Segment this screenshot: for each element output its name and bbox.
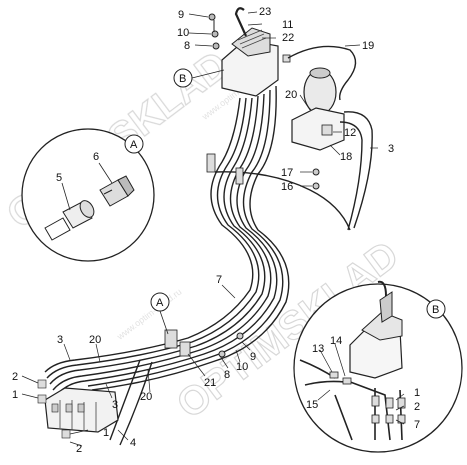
part-label-18: 18 xyxy=(340,151,352,163)
part-label-7: 7 xyxy=(216,274,222,286)
part-label-22: 22 xyxy=(282,32,294,44)
part-label-20-valve: 20 xyxy=(140,391,152,403)
part-label-6: 6 xyxy=(93,151,99,163)
part-label-9-lower: 9 xyxy=(250,351,256,363)
part-label-12: 12 xyxy=(344,127,356,139)
part-label-2-detail-b: 2 xyxy=(414,401,420,413)
part-label-2-bottom: 2 xyxy=(76,443,82,455)
bracket-lower xyxy=(164,329,178,349)
part-label-19: 19 xyxy=(362,40,374,52)
detail-a-inset: A xyxy=(21,128,155,262)
detail-a-fitting xyxy=(44,175,135,241)
callout-a-top-label: A xyxy=(130,139,138,151)
part-label-5: 5 xyxy=(56,172,62,184)
part-label-20-left: 20 xyxy=(89,334,101,346)
callout-a-main-label: A xyxy=(156,297,164,309)
part-label-3-valve: 3 xyxy=(112,399,118,411)
part-label-4: 4 xyxy=(130,437,136,449)
part-label-2-left: 2 xyxy=(12,371,18,383)
part-label-21: 21 xyxy=(204,377,216,389)
part-label-9: 9 xyxy=(178,9,184,21)
part-label-15: 15 xyxy=(306,399,318,411)
part-label-1-detail-b: 1 xyxy=(414,387,420,399)
part-label-8-lower: 8 xyxy=(224,369,230,381)
part-label-16: 16 xyxy=(281,181,293,193)
callout-b-main-label: B xyxy=(179,73,186,85)
part-label-17: 17 xyxy=(281,167,293,179)
hose-bundle xyxy=(44,85,290,397)
part-label-3: 3 xyxy=(388,143,394,155)
part-label-8: 8 xyxy=(184,40,190,52)
part-label-10-lower: 10 xyxy=(236,361,248,373)
bracket-upper xyxy=(206,153,216,173)
part-label-3-left: 3 xyxy=(57,334,63,346)
part-label-13: 13 xyxy=(312,343,324,355)
accumulator-unit xyxy=(291,67,345,190)
part-label-1-bottom: 1 xyxy=(103,427,109,439)
part-label-11: 11 xyxy=(282,19,293,31)
main-control-valve xyxy=(37,379,119,439)
detail-b-joystick xyxy=(379,291,393,323)
part-label-7-detail-b: 7 xyxy=(414,419,420,431)
part-label-14: 14 xyxy=(330,335,342,347)
part-label-1-left: 1 xyxy=(12,389,18,401)
part-label-23: 23 xyxy=(259,6,271,18)
callout-b-inset-label: B xyxy=(432,304,439,316)
detail-b-inset: B xyxy=(293,280,463,453)
callout-a-top-marker xyxy=(124,134,144,154)
joystick-lever xyxy=(234,7,248,37)
detail-b-fittings xyxy=(329,371,406,424)
pilot-control-valve-top xyxy=(208,7,291,97)
part-label-20: 20 xyxy=(285,89,297,101)
part-label-10: 10 xyxy=(177,27,189,39)
leader-lines xyxy=(21,11,405,447)
callout-b-inset-marker xyxy=(426,299,446,319)
part-labels: 9 23 10 11 22 8 19 20 12 3 18 17 16 6 5 … xyxy=(12,6,420,455)
